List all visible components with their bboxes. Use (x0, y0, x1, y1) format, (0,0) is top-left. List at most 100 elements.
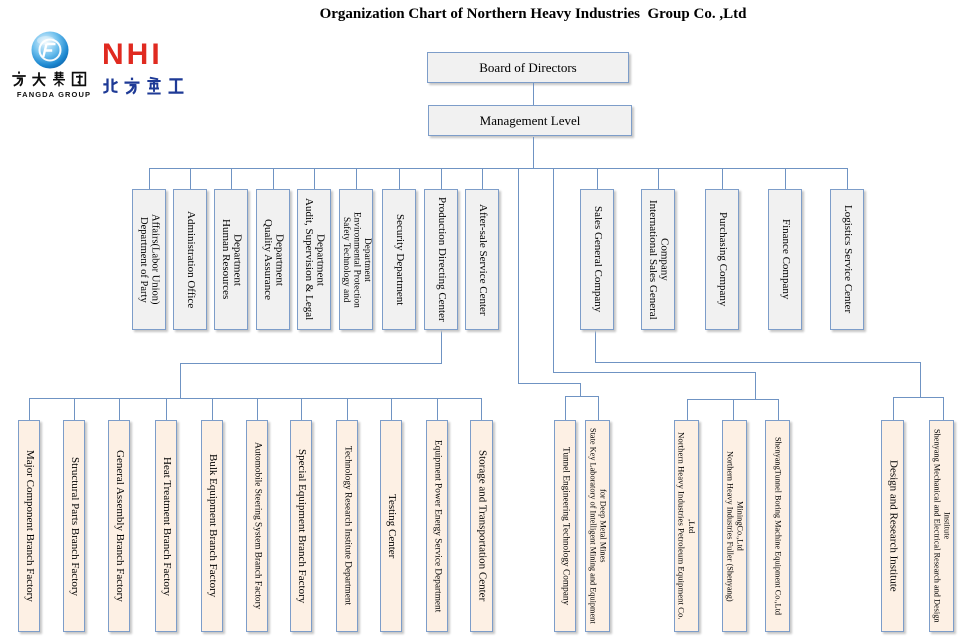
org-node-subsidiary: Special Equipment Branch Factory (290, 420, 312, 632)
org-node-label: ShenyangTunnel Boring Machine Equipment … (773, 436, 783, 616)
org-node-label: General Assembly Branch Factory (113, 450, 126, 602)
fangda-chinese-text (10, 70, 88, 88)
org-node-subsidiary: Northern Heavy Industries Petroleum Equi… (674, 420, 699, 632)
connector-line (943, 397, 944, 420)
nhi-chinese-text (100, 76, 186, 96)
cjk-glyph-zhong (147, 76, 161, 95)
org-node-label: Technology Research Institute Department (342, 446, 353, 606)
org-node-board: Board of Directors (427, 52, 629, 83)
org-node-subsidiary: Technology Research Institute Department (336, 420, 358, 632)
org-node-label: Design and Research Institute (887, 460, 900, 592)
org-node-subsidiary: Northern Heavy Industries Fuller (Shenya… (722, 420, 747, 632)
org-node-label: Administration Office (184, 210, 197, 309)
org-node-department: Sales General Company (580, 189, 614, 330)
org-node-label: Human Resources Department (220, 219, 244, 300)
org-node-label: Production Directing Center (435, 197, 448, 322)
org-node-label: Special Equipment Branch Factory (295, 448, 308, 604)
connector-line (482, 168, 483, 189)
org-node-department: Human Resources Department (214, 189, 248, 330)
cjk-glyph-fang (124, 77, 140, 95)
org-node-label: Department of Party Affairs(Labor Union) (138, 214, 161, 305)
connector-line (391, 398, 392, 420)
connector-line (231, 168, 232, 189)
cjk-glyph-ji (53, 71, 65, 87)
cjk-glyph-bei (103, 78, 119, 94)
connector-line (595, 330, 596, 362)
org-node-subsidiary: Design and Research Institute (881, 420, 904, 632)
connector-line (518, 168, 519, 383)
connector-line (755, 372, 756, 399)
org-node-department: Production Directing Center (424, 189, 458, 330)
org-node-label: Safety Technology and Environmental Prot… (340, 211, 372, 308)
connector-line (518, 383, 581, 384)
cjk-glyph-fang (12, 71, 26, 87)
org-node-subsidiary: Storage and Transportation Center (470, 420, 493, 632)
connector-line (356, 168, 357, 189)
org-node-department: Administration Office (173, 189, 207, 330)
connector-line (785, 168, 786, 189)
connector-line (733, 399, 734, 420)
org-node-label: Audit, Supervision & Legal Department (303, 198, 327, 321)
connector-line (190, 168, 191, 189)
org-node-label: Northern Heavy Industries Petroleum Equi… (676, 432, 698, 620)
connector-line (180, 363, 442, 364)
connector-line (598, 396, 599, 420)
org-node-department: Safety Technology and Environmental Prot… (339, 189, 373, 330)
connector-line (565, 396, 566, 420)
org-node-label: Northern Heavy Industries Fuller (Shenya… (725, 450, 745, 602)
connector-line (301, 398, 302, 420)
connector-line (441, 168, 442, 189)
connector-line (553, 168, 554, 372)
org-node-label: State Key Laboratory of Intelligent Mini… (588, 428, 608, 624)
connector-line (722, 168, 723, 189)
connector-line (553, 372, 756, 373)
connector-line (257, 398, 258, 420)
org-node-department: Logistics Service Center (830, 189, 864, 330)
org-node-subsidiary: General Assembly Branch Factory (108, 420, 130, 632)
connector-line (180, 363, 181, 398)
connector-line (437, 398, 438, 420)
page-title: Organization Chart of Northern Heavy Ind… (319, 6, 747, 22)
cjk-glyph-tuan (71, 71, 87, 87)
connector-line (920, 362, 921, 397)
connector-line (658, 168, 659, 189)
connector-line (687, 399, 688, 420)
org-node-label: Security Department (393, 213, 406, 306)
org-node-subsidiary: Equipment Power Energy Service Departmen… (426, 420, 448, 632)
org-node-label: After-sale Service Center (476, 203, 489, 316)
connector-line (580, 383, 581, 396)
org-node-management: Management Level (428, 105, 632, 136)
org-node-label: Testing Center (385, 493, 398, 559)
connector-line (29, 398, 30, 420)
org-node-department: Finance Company (768, 189, 802, 330)
org-node-department: Security Department (382, 189, 416, 330)
org-node-subsidiary: Tunnel Engineering Technology Company (554, 420, 576, 632)
org-node-label: Purchasing Company (716, 212, 729, 307)
org-node-subsidiary: Structural Parts Branch Factory (63, 420, 85, 632)
cjk-glyph-gong (168, 78, 184, 94)
org-node-label: Storage and Transportation Center (476, 450, 489, 602)
org-node-label: Heat Treatment Branch Factory (160, 456, 173, 596)
org-node-label: Tunnel Engineering Technology Company (560, 446, 571, 606)
org-node-department: Purchasing Company (705, 189, 739, 330)
org-node-department: Audit, Supervision & Legal Department (297, 189, 331, 330)
org-node-department: After-sale Service Center (465, 189, 499, 330)
org-node-subsidiary: ShenyangTunnel Boring Machine Equipment … (765, 420, 790, 632)
connector-line (74, 398, 75, 420)
org-node-label: Logistics Service Center (841, 205, 854, 314)
org-node-label: Board of Directors (479, 59, 577, 75)
org-node-subsidiary: Shenyang Mechanical and Electrical Resea… (929, 420, 954, 632)
org-node-label: Management Level (479, 112, 581, 128)
cjk-glyph-da (32, 72, 46, 87)
org-node-department: Department of Party Affairs(Labor Union) (132, 189, 166, 330)
connector-line (441, 330, 442, 363)
connector-line (893, 397, 894, 420)
connector-line (481, 398, 482, 420)
nhi-abbr-text: NHI (102, 38, 163, 71)
org-node-label: Quality Assurance Department (262, 219, 286, 300)
connector-line (778, 399, 779, 420)
org-node-label: Major Component Branch Factory (23, 450, 36, 602)
connector-line (533, 83, 534, 105)
org-node-label: Finance Company (779, 219, 792, 300)
